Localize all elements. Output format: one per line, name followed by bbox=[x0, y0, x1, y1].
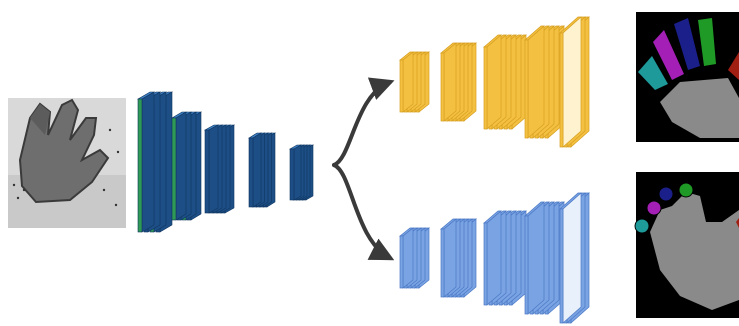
decoder-slice-side bbox=[562, 16, 582, 148]
decoder-block bbox=[440, 42, 477, 122]
encoder-slice-side bbox=[293, 144, 302, 201]
encoder-slice-side bbox=[141, 91, 155, 233]
decoder-block bbox=[524, 201, 565, 315]
decoder-slice-side bbox=[527, 201, 545, 315]
encoder-block bbox=[247, 132, 277, 208]
segmentation-decoder-blocks bbox=[399, 16, 590, 148]
decoder-slice-side bbox=[402, 227, 414, 289]
decoder-block bbox=[399, 227, 430, 289]
decoder-slice-front bbox=[399, 59, 404, 113]
decoder-slice-front bbox=[399, 235, 404, 289]
encoder-blocks bbox=[136, 91, 315, 233]
decoder-slice-side bbox=[527, 25, 545, 139]
decoder-slice-side bbox=[486, 210, 502, 306]
encoder-slice-side bbox=[175, 111, 187, 221]
decoder-block bbox=[440, 218, 477, 298]
keypoint-marker bbox=[678, 182, 694, 198]
encoder-block bbox=[203, 124, 236, 214]
decoder-block bbox=[399, 51, 430, 113]
decoder-slice-front bbox=[483, 46, 488, 130]
encoder-block bbox=[136, 91, 174, 233]
encoder-slice-side bbox=[208, 124, 219, 214]
decoder-slice-side bbox=[402, 51, 414, 113]
branch-arrows bbox=[332, 77, 395, 261]
decoder-block bbox=[524, 25, 565, 139]
decoder-slice-front bbox=[524, 39, 529, 139]
decoder-slice-side bbox=[562, 192, 582, 324]
encoder-block bbox=[170, 111, 203, 221]
hand-part-region bbox=[728, 52, 739, 80]
encoder-slice-front bbox=[137, 98, 143, 233]
encoder-block bbox=[288, 144, 315, 201]
keypoint-marker bbox=[646, 200, 662, 216]
hand-part-region bbox=[674, 18, 700, 70]
encoder-slice-front bbox=[289, 148, 295, 201]
encoder-slice-front bbox=[204, 129, 210, 214]
hand-part-region bbox=[653, 30, 684, 80]
keypoint-decoder-blocks bbox=[399, 192, 590, 324]
decoder-slice-front bbox=[559, 208, 564, 324]
decoder-slice-front bbox=[524, 215, 529, 315]
keypoint-marker bbox=[658, 186, 674, 202]
input-depth-image bbox=[8, 98, 126, 228]
encoder-slice-front bbox=[171, 117, 177, 221]
decoder-slice-front bbox=[440, 228, 445, 298]
encoder-slice-side bbox=[252, 132, 262, 208]
keypoint-marker bbox=[634, 218, 650, 234]
decoder-slice-front bbox=[440, 52, 445, 122]
decoder-block bbox=[559, 192, 590, 324]
decoder-slice-front bbox=[559, 32, 564, 148]
decoder-slice-front bbox=[483, 222, 488, 306]
hand-part-region bbox=[638, 56, 668, 90]
keypoint-output-image bbox=[634, 172, 739, 318]
encoder-slice-front bbox=[248, 137, 254, 208]
decoder-block bbox=[483, 210, 527, 306]
decoder-slice-side bbox=[443, 42, 457, 122]
decoder-block bbox=[483, 34, 527, 130]
hand-part-region bbox=[698, 18, 716, 66]
decoder-block bbox=[559, 16, 590, 148]
decoder-slice-side bbox=[486, 34, 502, 130]
segmentation-output-image bbox=[636, 12, 739, 142]
decoder-slice-side bbox=[443, 218, 457, 298]
